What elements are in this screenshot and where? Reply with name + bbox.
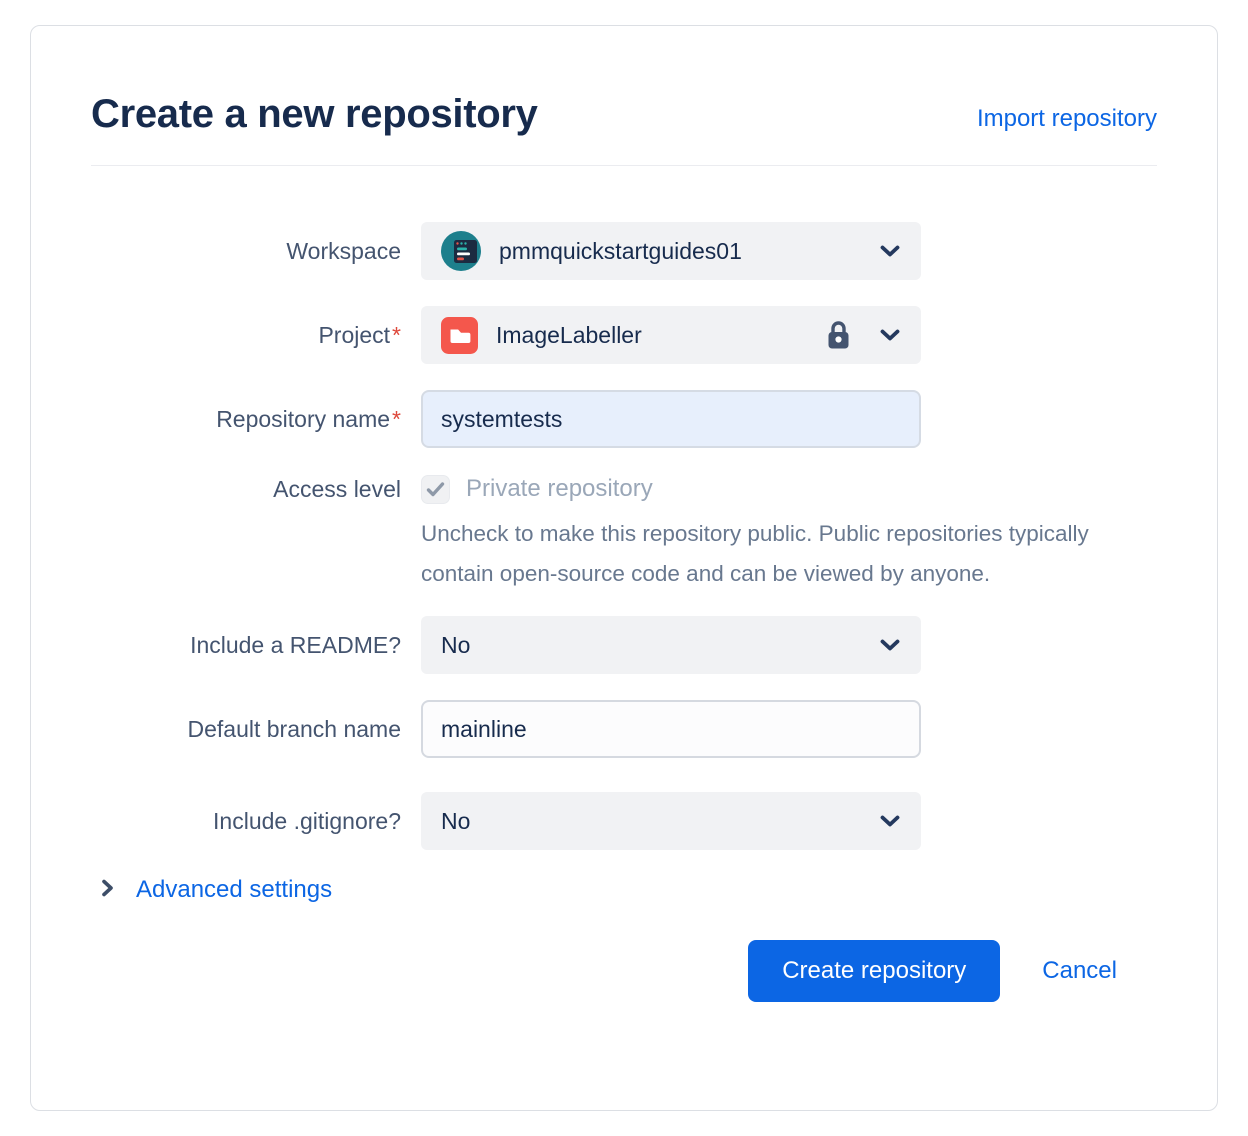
default-branch-row: Default branch name bbox=[31, 700, 1217, 758]
chevron-down-icon bbox=[879, 638, 901, 653]
include-gitignore-label: Include .gitignore? bbox=[213, 808, 401, 834]
include-readme-select[interactable]: No bbox=[421, 616, 921, 674]
required-asterisk: * bbox=[392, 322, 401, 348]
access-level-help-row: Uncheck to make this repository public. … bbox=[31, 514, 1217, 594]
include-gitignore-select[interactable]: No bbox=[421, 792, 921, 850]
workspace-select[interactable]: pmmquickstartguides01 bbox=[421, 222, 921, 280]
import-repository-link[interactable]: Import repository bbox=[976, 105, 1157, 132]
create-repository-dialog: Create a new repository Import repositor… bbox=[30, 25, 1218, 1111]
project-select[interactable]: ImageLabeller bbox=[421, 306, 921, 364]
include-readme-label: Include a README? bbox=[190, 632, 401, 658]
advanced-settings-toggle[interactable]: Advanced settings bbox=[101, 876, 1217, 904]
private-repository-checkbox[interactable] bbox=[421, 474, 450, 504]
default-branch-label: Default branch name bbox=[187, 716, 401, 742]
advanced-settings-label: Advanced settings bbox=[136, 876, 333, 903]
dialog-footer: Create repository Cancel bbox=[31, 940, 1217, 1002]
include-readme-value: No bbox=[441, 631, 471, 658]
chevron-down-icon bbox=[879, 328, 901, 343]
chevron-down-icon bbox=[879, 814, 901, 829]
chevron-down-icon bbox=[879, 244, 901, 259]
project-folder-icon bbox=[441, 316, 478, 354]
repository-name-input[interactable] bbox=[421, 390, 921, 448]
repository-name-row: Repository name* bbox=[31, 390, 1217, 448]
private-repository-label: Private repository bbox=[466, 475, 653, 502]
project-label: Project* bbox=[318, 322, 401, 348]
create-repository-form: Workspace bbox=[31, 222, 1217, 1002]
include-readme-row: Include a README? No bbox=[31, 616, 1217, 674]
lock-icon bbox=[824, 320, 853, 351]
include-gitignore-row: Include .gitignore? No bbox=[31, 792, 1217, 850]
project-row: Project* ImageLabeller bbox=[31, 306, 1217, 364]
page-title: Create a new repository bbox=[91, 92, 538, 136]
required-asterisk: * bbox=[392, 406, 401, 432]
create-repository-button[interactable]: Create repository bbox=[748, 940, 1001, 1002]
access-level-label: Access level bbox=[273, 476, 401, 502]
access-level-row: Access level Private repository bbox=[31, 474, 1217, 504]
default-branch-input[interactable] bbox=[421, 700, 921, 758]
workspace-label: Workspace bbox=[286, 238, 401, 264]
workspace-row: Workspace bbox=[31, 222, 1217, 280]
project-value: ImageLabeller bbox=[496, 321, 642, 348]
header-divider bbox=[91, 165, 1157, 166]
cancel-button[interactable]: Cancel bbox=[1042, 957, 1117, 984]
chevron-right-icon bbox=[101, 878, 114, 903]
include-gitignore-value: No bbox=[441, 807, 471, 834]
workspace-avatar-icon bbox=[441, 231, 481, 271]
dialog-header: Create a new repository Import repositor… bbox=[91, 92, 1157, 137]
access-level-help-text: Uncheck to make this repository public. … bbox=[421, 521, 1089, 586]
repository-name-label: Repository name* bbox=[216, 406, 401, 432]
workspace-value: pmmquickstartguides01 bbox=[499, 237, 742, 264]
